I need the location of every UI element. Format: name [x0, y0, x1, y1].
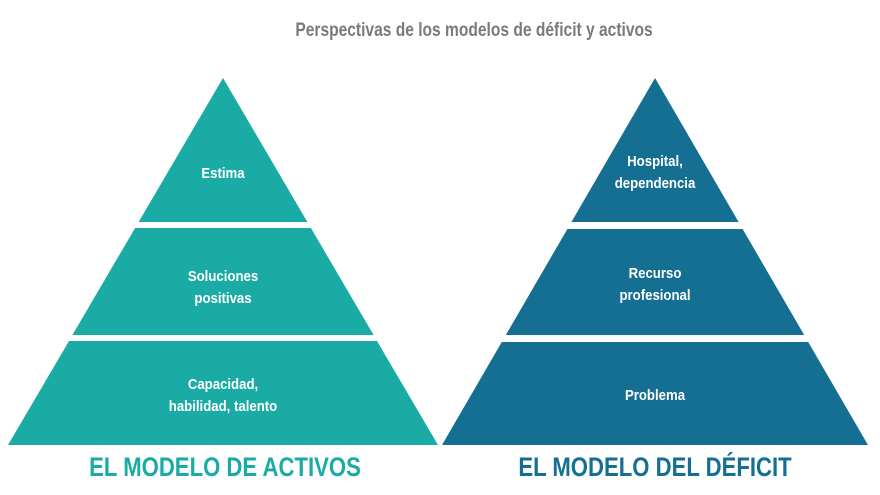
deficit-level-bottom — [442, 342, 868, 445]
assets-level-3-label-line2: habilidad, talento — [169, 397, 278, 414]
assets-level-3-label-line1: Capacidad, — [188, 375, 258, 392]
assets-level-middle — [72, 228, 374, 335]
assets-pyramid: Estima Soluciones positivas Capacidad, h… — [8, 78, 438, 483]
deficit-pyramid: Hospital, dependencia Recurso profesiona… — [442, 78, 868, 483]
deficit-model-caption: EL MODELO DEL DÉFICIT — [518, 452, 791, 483]
deficit-level-1-label-line2: dependencia — [615, 174, 696, 191]
deficit-level-top — [571, 78, 739, 222]
deficit-level-3-label: Problema — [625, 386, 685, 403]
assets-model-caption: EL MODELO DE ACTIVOS — [89, 453, 361, 483]
diagram-title: Perspectivas de los modelos de déficit y… — [295, 19, 652, 41]
assets-level-top — [138, 78, 308, 222]
assets-level-bottom — [8, 341, 438, 445]
assets-level-2-label-line1: Soluciones — [188, 267, 258, 284]
deficit-level-2-label-line1: Recurso — [629, 264, 682, 281]
deficit-level-2-label-line2: profesional — [619, 286, 690, 303]
deficit-level-middle — [505, 229, 805, 335]
assets-level-2-label-line2: positivas — [194, 289, 251, 306]
deficit-level-1-label-line1: Hospital, — [627, 152, 683, 169]
assets-level-1-label: Estima — [201, 164, 244, 181]
